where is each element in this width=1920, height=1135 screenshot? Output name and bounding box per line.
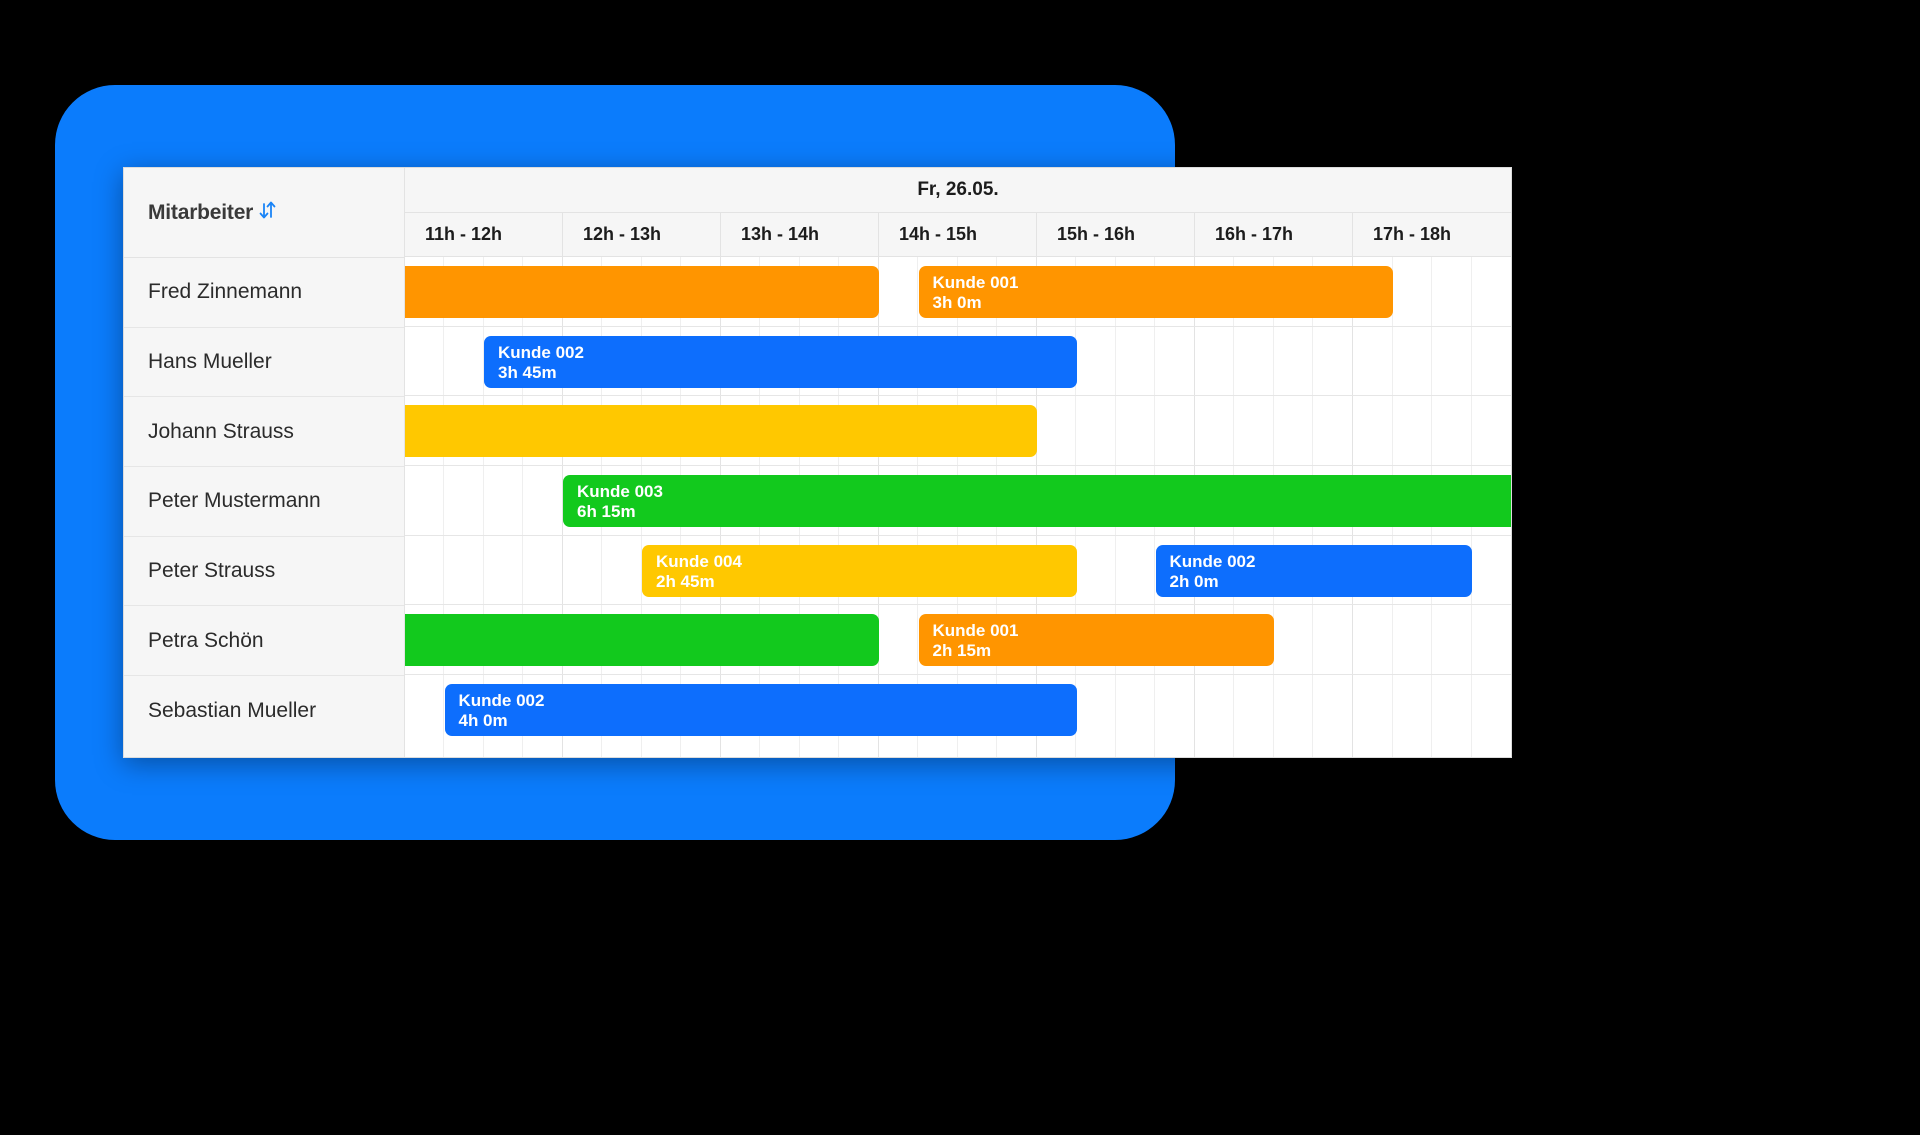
schedule-bar-duration: 3h 0m [932,293,982,312]
schedule-bar-duration: 2h 45m [656,571,715,591]
hour-header-cell: 11h - 12h [405,213,563,256]
employee-row-label[interactable]: Hans Mueller [124,327,404,398]
schedule-bar-title: Kunde 001 [932,621,1019,641]
schedule-bar[interactable] [405,266,879,318]
employee-row-label[interactable]: Sebastian Mueller [124,676,404,746]
hour-header-cell: 14h - 15h [879,213,1037,256]
employee-row-label[interactable]: Peter Strauss [124,536,404,607]
schedule-bar-duration: 2h 0m [1169,571,1219,591]
schedule-bar-title: Kunde 004 [656,551,742,571]
employee-row-label[interactable]: Peter Mustermann [124,467,404,537]
hour-header-cell: 16h - 17h [1195,213,1353,256]
employee-row-label[interactable]: Petra Schön [124,606,404,677]
hour-header-cell: 17h - 18h [1373,224,1452,244]
sort-updown-icon[interactable] [255,197,281,228]
schedule-bar-title: Kunde 002 [498,342,584,362]
hour-header-cell: 13h - 14h [721,213,879,256]
day-header: Fr, 26.05. [405,168,1511,213]
schedule-bar-title: Kunde 002 [458,691,545,711]
employee-row-label[interactable]: Johann Strauss [124,397,404,468]
schedule-bar-title: Kunde 002 [1169,551,1256,571]
hour-header-cell: 15h - 16h [1037,213,1195,256]
timeline-row[interactable] [405,396,1511,467]
employee-row-label[interactable]: Fred Zinnemann [124,258,404,328]
employee-column-header[interactable]: Mitarbeiter [124,168,404,258]
mitarbeiter-label: Mitarbeiter [148,200,254,224]
schedule-bar-title: Kunde 003 [577,482,663,502]
schedule-bar-duration: 4h 0m [458,711,508,731]
schedule-bar-duration: 6h 15m [577,502,636,522]
schedule-bar[interactable] [405,405,1037,458]
schedule-bar-duration: 3h 45m [498,362,557,382]
schedule-bar-duration: 2h 15m [932,641,992,661]
schedule-bar-title: Kunde 001 [932,273,1019,292]
schedule-bar[interactable] [405,614,879,667]
hour-header-cell: 12h - 13h [563,213,721,256]
